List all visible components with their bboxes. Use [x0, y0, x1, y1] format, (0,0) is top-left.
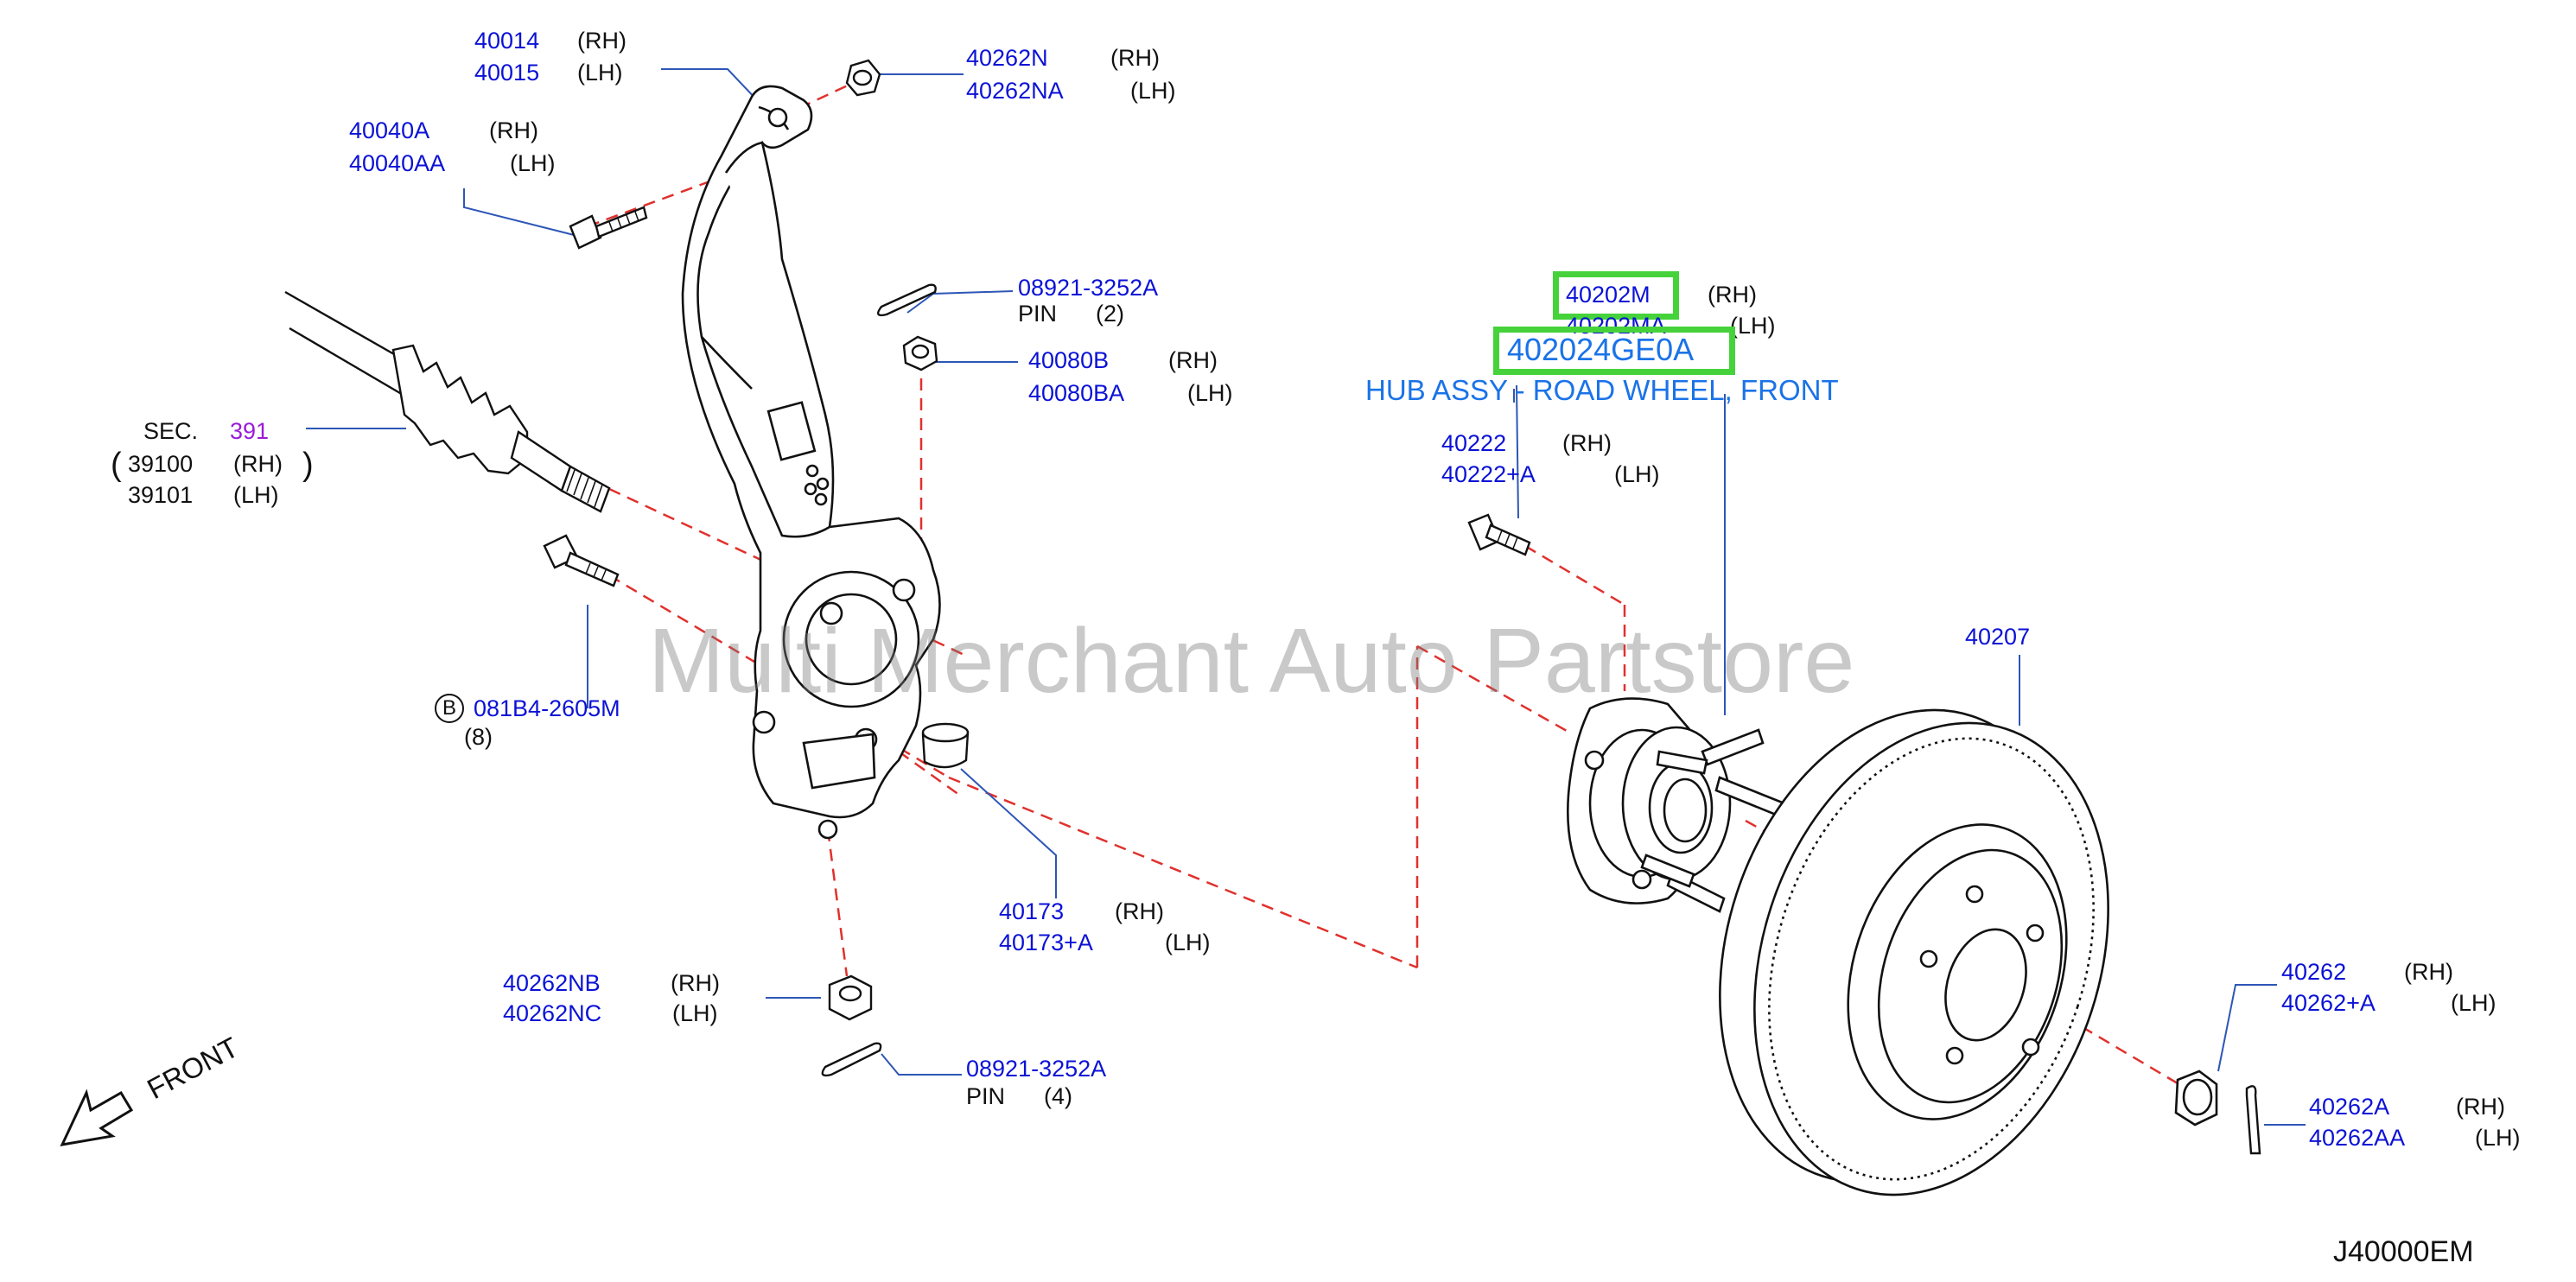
label-40080BA: 40080BA — [1028, 380, 1125, 406]
label-sec: SEC. — [143, 418, 199, 444]
label-40222: 40222 — [1441, 430, 1507, 456]
label-40040AA-side: (LH) — [510, 150, 556, 176]
label-40262N-side: (RH) — [1110, 45, 1160, 71]
label-39101-side: (LH) — [233, 482, 279, 508]
label-40015: 40015 — [474, 60, 540, 86]
label-40262NA-side: (LH) — [1130, 78, 1176, 104]
nut-top — [845, 59, 881, 97]
label-40262pA: 40262+A — [2281, 990, 2376, 1016]
seal-40173 — [921, 722, 970, 769]
label-081B4: 081B4-2605M — [474, 695, 620, 721]
label-39100-side: (RH) — [233, 451, 283, 477]
label-40014: 40014 — [474, 28, 540, 54]
hub-part-number[interactable]: 402024GE0A — [1507, 332, 1695, 367]
label-40262NC: 40262NC — [503, 1000, 602, 1026]
label-40202M-side: (RH) — [1708, 282, 1757, 308]
b-mark: B — [435, 694, 464, 723]
label-40080B: 40080B — [1028, 347, 1110, 373]
label-40262AA: 40262AA — [2309, 1125, 2406, 1151]
label-40262NB: 40262NB — [503, 970, 601, 996]
label-40222-side: (RH) — [1562, 430, 1612, 456]
highlight-hub-part — [1493, 327, 1735, 375]
label-40015-side: (LH) — [577, 60, 623, 86]
label-40040A-side: (RH) — [489, 117, 538, 143]
label-40262NB-side: (RH) — [671, 970, 720, 996]
axle-nut — [2174, 1069, 2218, 1127]
label-pin-top-qty: (2) — [1096, 301, 1124, 327]
front-arrow-icon — [60, 1088, 134, 1146]
label-pin-bottom: PIN — [966, 1083, 1006, 1109]
label-40080B-side: (RH) — [1168, 347, 1218, 373]
label-40222A: 40222+A — [1441, 461, 1536, 487]
cotter-pin-top — [876, 283, 937, 317]
label-40262-side: (RH) — [2404, 959, 2453, 985]
knuckle-bolt — [543, 534, 620, 587]
leader-lines — [306, 68, 2306, 1126]
wheel-stud — [1467, 513, 1531, 556]
label-08921-bottom: 08921-3252A — [966, 1056, 1107, 1082]
label-sec-391[interactable]: 391 — [230, 418, 270, 444]
label-40262NA: 40262NA — [966, 78, 1064, 104]
label-39100: 39100 — [128, 451, 194, 477]
label-40173-side: (RH) — [1115, 898, 1164, 924]
label-40262NC-side: (LH) — [672, 1000, 718, 1026]
steering-knuckle — [681, 85, 941, 840]
label-08921-top: 08921-3252A — [1018, 275, 1159, 301]
label-40040A: 40040A — [349, 117, 430, 143]
diagram-code: J40000EM — [2333, 1235, 2474, 1268]
label-40173: 40173 — [999, 898, 1065, 924]
label-39101: 39101 — [128, 482, 194, 508]
cotter-pin-axle — [2245, 1085, 2261, 1155]
hub-assembly — [1567, 697, 1786, 913]
nut-lower — [828, 974, 873, 1021]
label-40262: 40262 — [2281, 959, 2347, 985]
label-40202MA-side: (LH) — [1730, 313, 1776, 339]
label-40173A: 40173+A — [999, 930, 1093, 955]
label-40202MA: 40202MA — [1566, 313, 1666, 339]
bracket-left: ( — [111, 447, 122, 483]
drive-shaft — [284, 290, 611, 513]
label-40173A-side: (LH) — [1165, 930, 1211, 955]
watermark: Multi Merchant Auto Partstore — [648, 610, 1855, 712]
label-40014-side: (RH) — [577, 28, 627, 54]
hub-part-name: HUB ASSY - ROAD WHEEL, FRONT — [1365, 374, 1839, 406]
nut-40080 — [902, 335, 938, 371]
bracket-right: ) — [302, 447, 314, 483]
brake-rotor — [1719, 708, 2109, 1196]
label-40202M: 40202M — [1566, 282, 1651, 308]
label-pin-top: PIN — [1018, 301, 1058, 327]
label-40222A-side: (LH) — [1614, 461, 1660, 487]
cotter-pin-bottom — [821, 1042, 882, 1077]
label-081B4-qty: (8) — [464, 724, 493, 750]
label-40262AA-side: (LH) — [2475, 1125, 2521, 1151]
label-40262N: 40262N — [966, 45, 1048, 71]
label-40262pA-side: (LH) — [2451, 990, 2496, 1016]
label-40262A: 40262A — [2309, 1094, 2390, 1120]
label-40207: 40207 — [1965, 624, 2031, 650]
label-40040AA: 40040AA — [349, 150, 446, 176]
upper-bolt — [569, 206, 648, 250]
highlight-40202M — [1553, 271, 1679, 320]
label-40080BA-side: (LH) — [1187, 380, 1233, 406]
label-40262A-side: (RH) — [2456, 1094, 2505, 1120]
label-pin-bottom-qty: (4) — [1044, 1083, 1072, 1109]
